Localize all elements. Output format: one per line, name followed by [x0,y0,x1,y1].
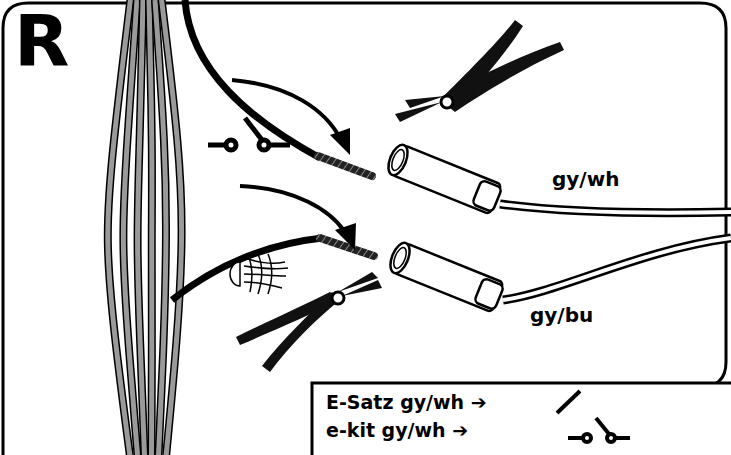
arrowhead [335,223,356,250]
switch-symbol [208,118,290,150]
butt-connector [385,142,504,215]
wire-bundle [108,0,182,455]
kit-wire [503,238,731,300]
bundle-wire [149,0,152,455]
legend-box [312,383,731,455]
bundle-wire [138,0,145,455]
crimping-pliers [395,20,564,122]
insert-arrow [232,80,345,232]
kit-wire [503,238,731,300]
bundle-wire [162,0,182,455]
kit-wire [500,204,731,213]
legend-text: E-Satz gy/wh ➔ [326,392,487,413]
bundle-wire [155,0,166,455]
wire-color-label: gy/bu [528,304,595,326]
legend-ground [314,385,731,455]
stripped-end [318,156,372,176]
vehicle-wire [185,0,320,158]
bundle-wire [162,0,182,455]
vehicle-wire [172,238,322,300]
bundle-wire [138,0,145,455]
crimping-pliers [236,272,382,372]
arrowhead [330,128,350,155]
switch-symbol [557,391,630,442]
wire-color-label: gy/wh [550,168,621,190]
butt-connector [387,240,506,313]
bundle-wire [149,0,152,455]
kit-wire [500,204,731,213]
step-letter: R [14,2,69,81]
legend-text: e-kit gy/wh ➔ [326,420,468,441]
bundle-wire [155,0,166,455]
light-symbol [230,254,288,294]
